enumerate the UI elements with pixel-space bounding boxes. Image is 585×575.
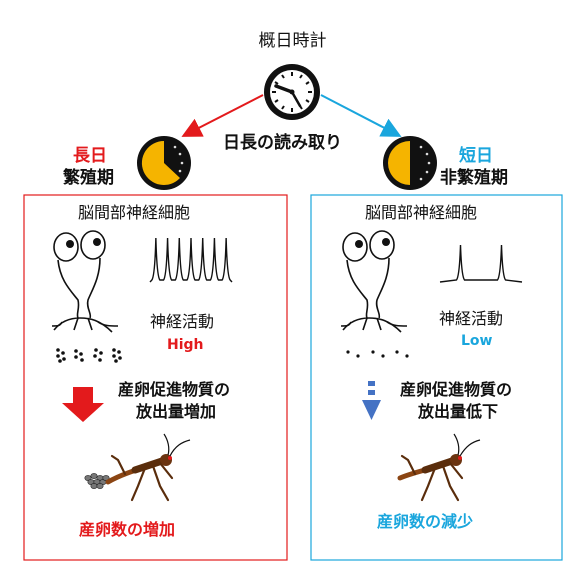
- neural-activity-trace-high: [149, 237, 233, 283]
- short-activity-label: 神経活動: [439, 309, 504, 328]
- long-neuron-label: 脳間部神経細胞: [78, 203, 191, 222]
- decrease-arrow-icon: [362, 381, 381, 420]
- egg-dots-many: [56, 348, 122, 363]
- cartoon-neuron-icon: [51, 230, 119, 333]
- arrow-to-long-day: [181, 94, 264, 137]
- long-result: 産卵数の増加: [79, 520, 176, 539]
- short-day-title: 短日: [459, 146, 493, 166]
- short-day-subtitle: 非繁殖期: [440, 168, 508, 188]
- long-day-dial-icon: [137, 136, 191, 190]
- cartoon-neuron-icon: [340, 230, 408, 333]
- short-release-line2: 放出量低下: [418, 402, 499, 421]
- short-day-panel: [310, 194, 563, 561]
- increase-arrow-icon: [62, 387, 104, 422]
- insect-icon: [397, 433, 481, 502]
- long-activity-level: High: [167, 337, 204, 353]
- long-activity-label: 神経活動: [150, 312, 215, 331]
- long-release-line1: 産卵促進物質の: [118, 380, 231, 399]
- short-result: 産卵数の減少: [377, 512, 474, 531]
- insect-icon: [84, 433, 191, 502]
- analog-clock-icon: [264, 64, 320, 120]
- long-day-title: 長日: [73, 146, 107, 166]
- photoperiod-reading-label: 日長の読み取り: [223, 133, 342, 153]
- short-neuron-label: 脳間部神経細胞: [365, 203, 478, 222]
- neural-activity-trace-low: [439, 244, 523, 283]
- circadian-clock-label: 概日時計: [258, 31, 327, 51]
- egg-dots-few: [346, 350, 409, 358]
- short-activity-level: Low: [461, 333, 493, 349]
- short-release-line1: 産卵促進物質の: [400, 380, 513, 399]
- long-release-line2: 放出量増加: [136, 402, 217, 421]
- short-day-dial-icon: [383, 136, 437, 190]
- arrow-to-short-day: [320, 94, 402, 137]
- long-day-panel: [23, 194, 288, 561]
- long-day-subtitle: 繁殖期: [63, 168, 114, 188]
